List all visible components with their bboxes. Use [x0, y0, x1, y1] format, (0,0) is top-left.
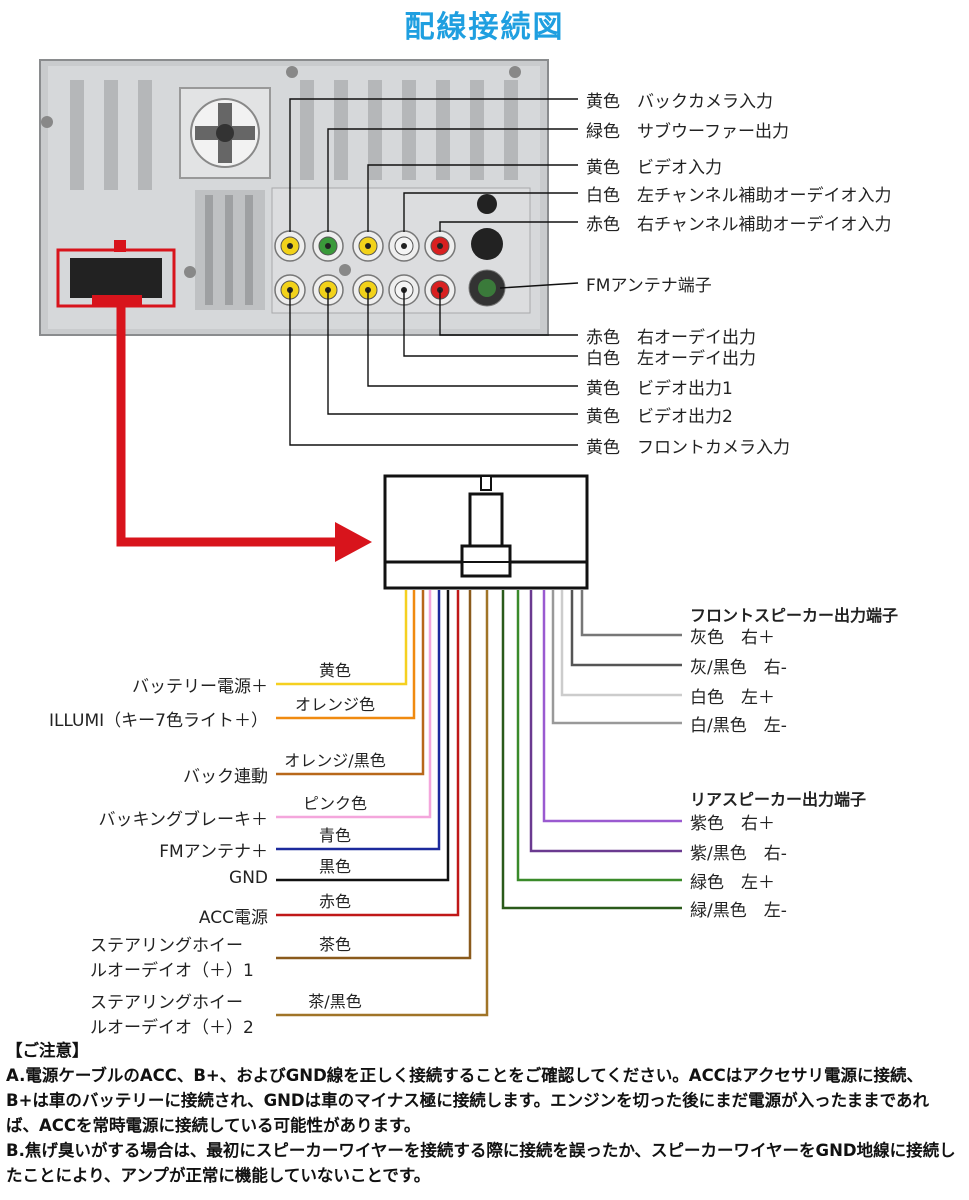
wire-line — [570, 590, 682, 667]
gps-port-icon — [477, 194, 497, 214]
wire-function-label: ステアリングホイー — [90, 936, 243, 956]
wire-function-label: バック連動 — [183, 767, 268, 787]
rca-label: 黄色 バックカメラ入力 — [586, 92, 773, 112]
wire-line — [501, 590, 682, 910]
wire-function-label: ILLUMI（キー7色ライト＋） — [48, 711, 268, 731]
connection-arrow — [116, 305, 372, 562]
speaker-wire-label: 紫/黒色 右- — [690, 844, 787, 864]
right-wires — [501, 590, 682, 910]
wire-line — [580, 590, 682, 637]
screw-icon — [184, 266, 196, 278]
screw-icon — [509, 66, 521, 78]
rca-leader-line — [439, 221, 578, 232]
speaker-wire-label: 紫色 右＋ — [690, 814, 775, 834]
wire-line — [276, 590, 408, 686]
rca-label: 黄色 ビデオ出力1 — [586, 379, 733, 399]
speaker-wire-label: 灰/黒色 右- — [690, 658, 787, 678]
wire-color-label: 赤色 — [318, 892, 351, 911]
rca-leader-line — [403, 290, 578, 357]
wire-line — [560, 590, 682, 697]
wire-function-label: ステアリングホイー — [90, 993, 243, 1013]
rca-leader-line — [289, 98, 578, 232]
harness-socket — [70, 258, 162, 298]
speaker-wire-label: 白色 左＋ — [690, 688, 775, 708]
rca-label: 黄色 ビデオ入力 — [586, 158, 722, 178]
diagram-title: 配線接続図 — [404, 10, 565, 45]
wire-line — [276, 590, 489, 1017]
notes-section: 【ご注意】 A.電源ケーブルのACC、B+、およびGND線を正しく接続することを… — [6, 1038, 961, 1188]
rca-jack-icon — [287, 243, 293, 249]
wire-line — [276, 590, 450, 882]
gps-port-icon — [471, 228, 503, 260]
speaker-wire-label: 灰色 右＋ — [690, 628, 775, 648]
wire-color-label: ピンク色 — [302, 794, 367, 813]
notes-heading: 【ご注意】 — [6, 1041, 89, 1060]
wire-color-label: 黄色 — [318, 661, 351, 680]
rca-label: 赤色 右チャンネル補助オーデイオ入力 — [586, 215, 892, 235]
note-b: B.焦げ臭いがする場合は、最初にスピーカーワイヤーを接続する際に接続を誤ったか、… — [6, 1141, 956, 1185]
rca-leader-line — [289, 290, 578, 446]
rca-label: 緑色 サブウーファー出力 — [586, 122, 789, 142]
wire-line — [276, 590, 472, 960]
rca-label: 赤色 右オーデイ出力 — [586, 328, 756, 348]
harness-plug — [383, 474, 589, 590]
note-a: A.電源ケーブルのACC、B+、およびGND線を正しく接続することをご確認してく… — [6, 1066, 929, 1135]
rca-jack-icon — [437, 243, 443, 249]
rca-leader-line — [403, 192, 578, 232]
rca-leader-lines — [289, 98, 579, 446]
speaker-wire-label: 白/黒色 左- — [690, 716, 787, 736]
rca-leader-line — [327, 290, 578, 415]
screw-icon — [41, 116, 53, 128]
wire-function-label: ACC電源 — [198, 908, 268, 928]
screw-icon — [339, 264, 351, 276]
wire-line — [276, 590, 432, 819]
fm-antenna-port-icon — [478, 279, 496, 297]
wire-line — [276, 590, 416, 720]
rca-leader-line — [439, 290, 578, 336]
wire-function-label: ルオーデイオ（＋）2 — [90, 1018, 254, 1038]
rca-leader-line — [327, 128, 578, 232]
rca-leader-line — [367, 290, 578, 387]
left-wires — [276, 590, 489, 1017]
wire-function-label: FMアンテナ＋ — [159, 842, 268, 862]
wire-color-label: オレンジ色 — [294, 695, 375, 714]
wire-function-label: ルオーデイオ（＋）1 — [90, 961, 254, 981]
wire-line — [276, 590, 425, 776]
speaker-wire-label: 緑/黒色 左- — [690, 901, 787, 921]
rca-label: 白色 左チャンネル補助オーデイオ入力 — [586, 186, 892, 206]
wire-line — [551, 590, 682, 725]
wire-line — [516, 590, 682, 882]
wire-color-label: 青色 — [318, 826, 351, 845]
wire-function-label: GND — [229, 868, 268, 888]
rca-label: FMアンテナ端子 — [586, 276, 712, 296]
rca-label: 白色 左オーデイ出力 — [586, 349, 756, 369]
rca-jack-icon — [365, 243, 371, 249]
rca-leader-line — [367, 164, 578, 232]
wire-function-label: バッキングブレーキ＋ — [98, 810, 269, 830]
wire-line — [529, 590, 682, 853]
rca-label: 黄色 ビデオ出力2 — [586, 407, 733, 427]
rca-label: 黄色 フロントカメラ入力 — [586, 438, 790, 458]
rca-jack-icon — [325, 243, 331, 249]
wire-function-label: バッテリー電源＋ — [132, 677, 268, 697]
speaker-wire-label: 緑色 左＋ — [690, 873, 775, 893]
wire-color-label: 黒色 — [318, 857, 351, 876]
wire-line — [542, 590, 682, 823]
wire-color-label: 茶色 — [318, 935, 351, 954]
wire-color-label: 茶/黒色 — [308, 992, 362, 1011]
wire-color-label: オレンジ/黒色 — [284, 751, 386, 770]
front-speaker-heading: フロントスピーカー出力端子 — [690, 606, 899, 625]
rca-jack-icon — [401, 243, 407, 249]
wire-line — [276, 590, 460, 917]
wire-line — [276, 590, 441, 851]
rear-speaker-heading: リアスピーカー出力端子 — [690, 790, 867, 809]
rca-leader-line — [499, 282, 579, 289]
screw-icon — [286, 66, 298, 78]
